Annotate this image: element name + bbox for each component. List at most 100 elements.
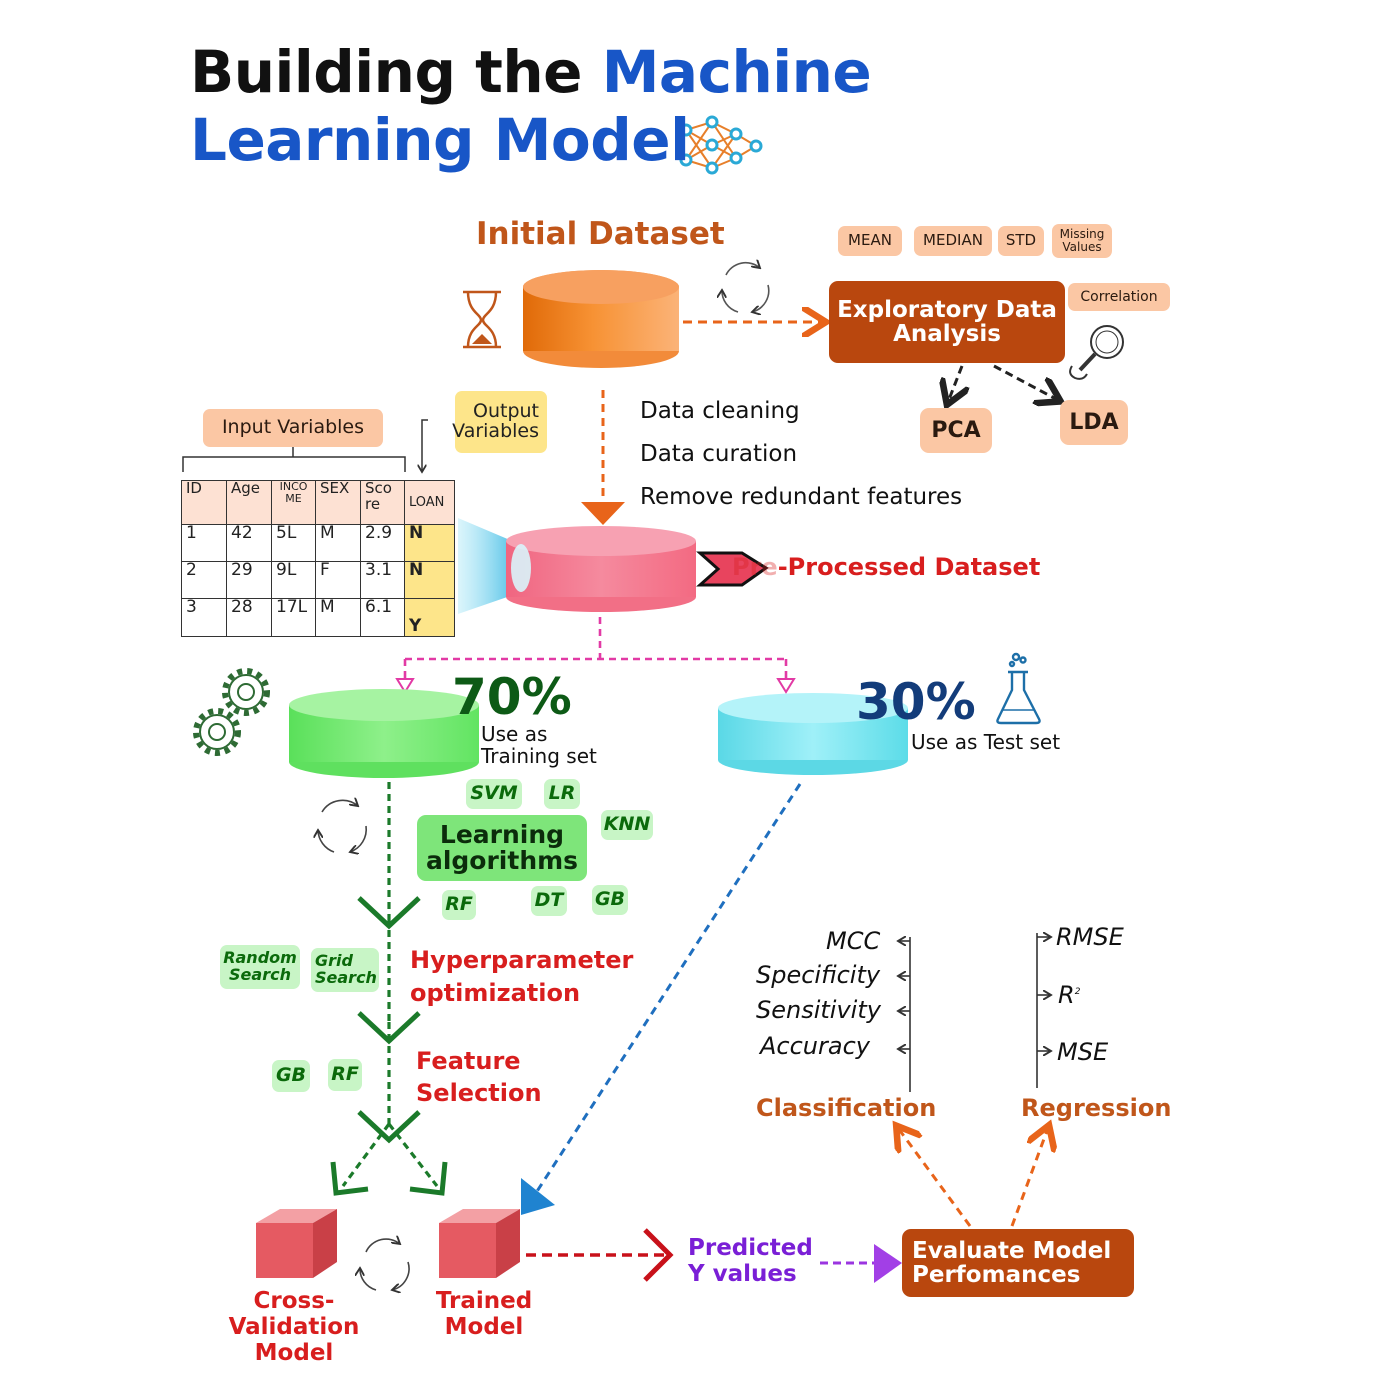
table-cell: M [315, 598, 361, 637]
correlation-pill: Correlation [1068, 283, 1170, 311]
trained-line1: Trained [435, 1288, 533, 1314]
predicted-line2: Y values [688, 1260, 797, 1287]
header-score-1: Sco [365, 479, 392, 497]
table-cell: F [315, 561, 361, 599]
table-cell: N [404, 561, 455, 599]
red-chevron-arrowhead [643, 1228, 674, 1282]
cv-model-cube [256, 1209, 337, 1278]
output-line2: Variables [452, 420, 539, 442]
cv-line3: Model [254, 1339, 334, 1366]
magnifier-icon [1069, 325, 1124, 380]
table-cell: 17L [271, 598, 316, 637]
initial-dataset-label: Initial Dataset [476, 216, 725, 252]
purple-arrowhead [874, 1244, 902, 1283]
table-header-cell: ID [181, 480, 227, 525]
input-variables-bracket [182, 419, 428, 472]
algo-gb: GB [592, 885, 628, 915]
eda-box: Exploratory Data Analysis [829, 281, 1065, 363]
metric-sensitivity: Sensitivity [756, 996, 881, 1024]
table-cell: 2.9 [360, 524, 405, 562]
learning-line2: algorithms [425, 846, 579, 875]
evaluate-line1: Evaluate Model [912, 1237, 1112, 1264]
table-row: 3 28 17L M 6.1 Y [181, 598, 455, 637]
title-dark-text: Building the [190, 38, 583, 106]
arrowhead-to-test [776, 678, 796, 694]
feature-selection-label: Feature Selection [416, 1045, 542, 1110]
chevron-pointer-icon [696, 551, 769, 587]
refresh-cycle-icon [722, 263, 770, 312]
input-variables-label: Input Variables [203, 409, 383, 447]
preprocessed-prefix: Pre [732, 553, 778, 581]
page-title-line1: Building the Machine [190, 42, 872, 103]
gears-icon [193, 668, 270, 756]
algo-svm: SVM [466, 779, 522, 809]
title-blue-text: Machine [601, 38, 872, 106]
evaluate-model-box: Evaluate Model Perfomances [902, 1229, 1134, 1297]
median-pill: MEDIAN [914, 226, 992, 256]
hyper-line2: optimization [410, 979, 581, 1008]
table-cell: N [404, 524, 455, 562]
refresh-cycle-icon [360, 1239, 410, 1290]
arrowhead-to-preprocessed [581, 502, 625, 525]
lda-box: LDA [1060, 400, 1128, 445]
table-cell: 5L [271, 524, 316, 562]
metric-r: R [1058, 981, 1075, 1009]
random-line1: Random [223, 948, 297, 968]
predicted-line1: Predicted [688, 1235, 813, 1261]
step-remove-features: Remove redundant features [640, 484, 963, 510]
preprocessed-dataset-label: Pre-Processed Dataset [732, 553, 1041, 581]
hyper-line1: Hyperparameter [410, 946, 634, 974]
arrow-to-regression [1010, 1128, 1048, 1227]
missing-values-pill: Missing Values [1052, 224, 1112, 258]
step-data-curation: Data curation [640, 441, 798, 467]
projection-beam [458, 518, 510, 614]
refresh-cycle-icon [318, 800, 368, 852]
table-header-cell: LOAN [404, 480, 455, 525]
feature-line2: Selection [416, 1079, 542, 1108]
preprocessed-main: -Processed Dataset [777, 553, 1041, 581]
regression-label: Regression [1021, 1094, 1172, 1122]
table-cell: 9L [271, 561, 316, 599]
classification-bracket [898, 937, 911, 1092]
header-sex: SEX [320, 479, 350, 497]
trained-model-cube [439, 1209, 520, 1278]
hourglass-icon [463, 290, 501, 349]
split-arrows [403, 617, 788, 678]
table-cell: 3 [181, 598, 227, 637]
green-chevrons [330, 896, 448, 1196]
predicted-label: Predicted Y values [688, 1235, 813, 1287]
header-loan: LOAN [409, 494, 445, 510]
algo-dt: DT [531, 886, 567, 916]
eda-line1: Exploratory Data [837, 296, 1057, 323]
training-set-cylinder [289, 689, 479, 778]
metric-r2: R2 [1058, 981, 1081, 1009]
arrow-to-lda [993, 364, 1058, 400]
learning-algorithms-box: Learning algorithms [417, 815, 587, 881]
metric-mse: MSE [1057, 1038, 1109, 1066]
missing-line2: Values [1062, 240, 1102, 254]
preprocessed-dataset-cylinder [506, 526, 696, 612]
evaluate-line2: Perfomances [912, 1262, 1081, 1288]
grid-line2: Search [315, 968, 377, 987]
initial-dataset-cylinder [523, 270, 679, 368]
table-cell: 6.1 [360, 598, 405, 637]
header-income-2: ME [285, 491, 302, 505]
metric-mcc: MCC [826, 927, 881, 955]
std-pill: STD [998, 226, 1044, 256]
trained-model-label: Trained Model [404, 1288, 564, 1340]
table-cell: M [315, 524, 361, 562]
feature-gb: GB [272, 1060, 310, 1092]
table-cell: 28 [226, 598, 272, 637]
random-search-pill: Random Search [220, 945, 300, 989]
table-cell: 42 [226, 524, 272, 562]
metric-accuracy: Accuracy [760, 1032, 870, 1060]
regression-bracket [1036, 933, 1051, 1088]
test-to-model-arrow [532, 783, 802, 1197]
training-percent: 70% [452, 668, 572, 726]
metric-r-superscript: 2 [1074, 987, 1081, 997]
trained-line2: Model [444, 1313, 524, 1340]
